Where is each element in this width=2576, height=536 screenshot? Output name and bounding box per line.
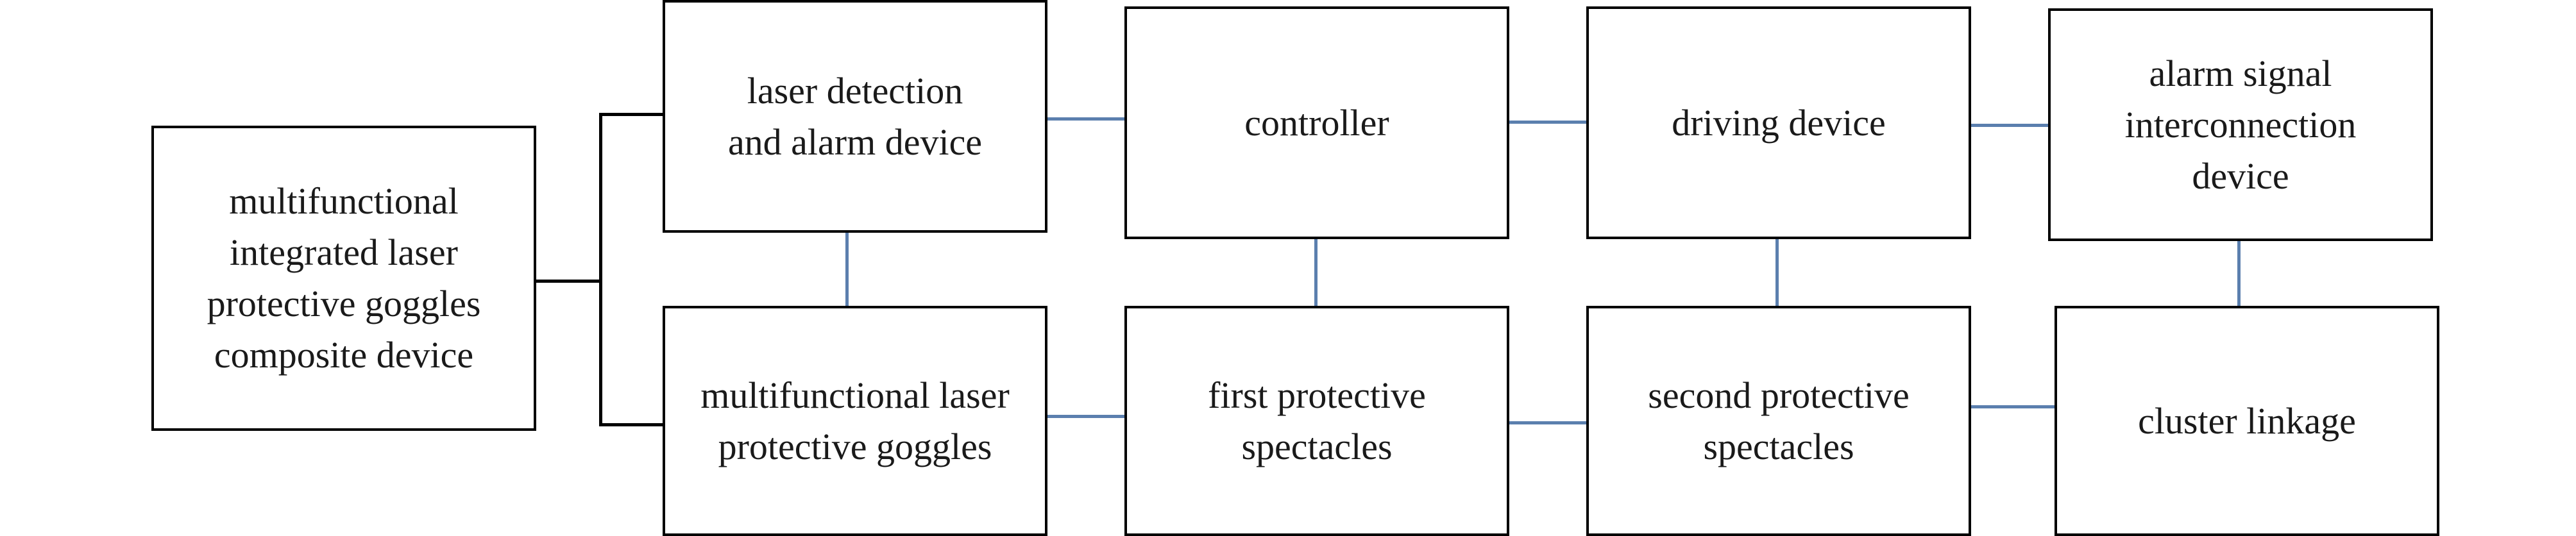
node-second-spectacles-label: second protective spectacles [1648,374,1910,467]
node-controller-label: controller [1244,101,1389,144]
node-composite-device-label: multifunctional integrated laser protect… [207,180,481,376]
connector-laser-controller [1047,117,1124,121]
connector-goggles-first [1047,415,1124,418]
node-second-spectacles: second protective spectacles [1586,306,1971,536]
connector-controller-first [1314,239,1318,306]
connector-driving-alarm [1971,124,2048,127]
node-laser-detection: laser detection and alarm device [663,0,1047,233]
connector-first-second [1509,421,1586,424]
node-multifunctional-goggles: multifunctional laser protective goggles [663,306,1047,536]
node-driving-device-label: driving device [1672,101,1886,144]
node-cluster-linkage-label: cluster linkage [2138,399,2356,442]
node-first-spectacles-label: first protective spectacles [1208,374,1426,467]
connector-alarm-cluster [2237,241,2241,306]
node-multifunctional-goggles-label: multifunctional laser protective goggles [700,374,1010,467]
connector-bracket-bottom [599,423,663,426]
node-first-spectacles: first protective spectacles [1124,306,1509,536]
node-laser-detection-label: laser detection and alarm device [727,69,983,163]
connector-bracket-vertical [599,113,602,426]
connector-laser-goggles [845,233,849,306]
connector-controller-driving [1509,121,1586,124]
node-cluster-linkage: cluster linkage [2055,306,2439,536]
connector-driving-second [1775,239,1779,306]
node-alarm-interconnection: alarm signal interconnection device [2048,8,2433,241]
connector-composite-stub [536,280,600,283]
node-driving-device: driving device [1586,6,1971,239]
connector-second-cluster [1971,405,2055,408]
node-controller: controller [1124,6,1509,239]
node-composite-device: multifunctional integrated laser protect… [151,126,536,431]
node-alarm-interconnection-label: alarm signal interconnection device [2124,52,2357,197]
connector-bracket-top [599,113,663,116]
